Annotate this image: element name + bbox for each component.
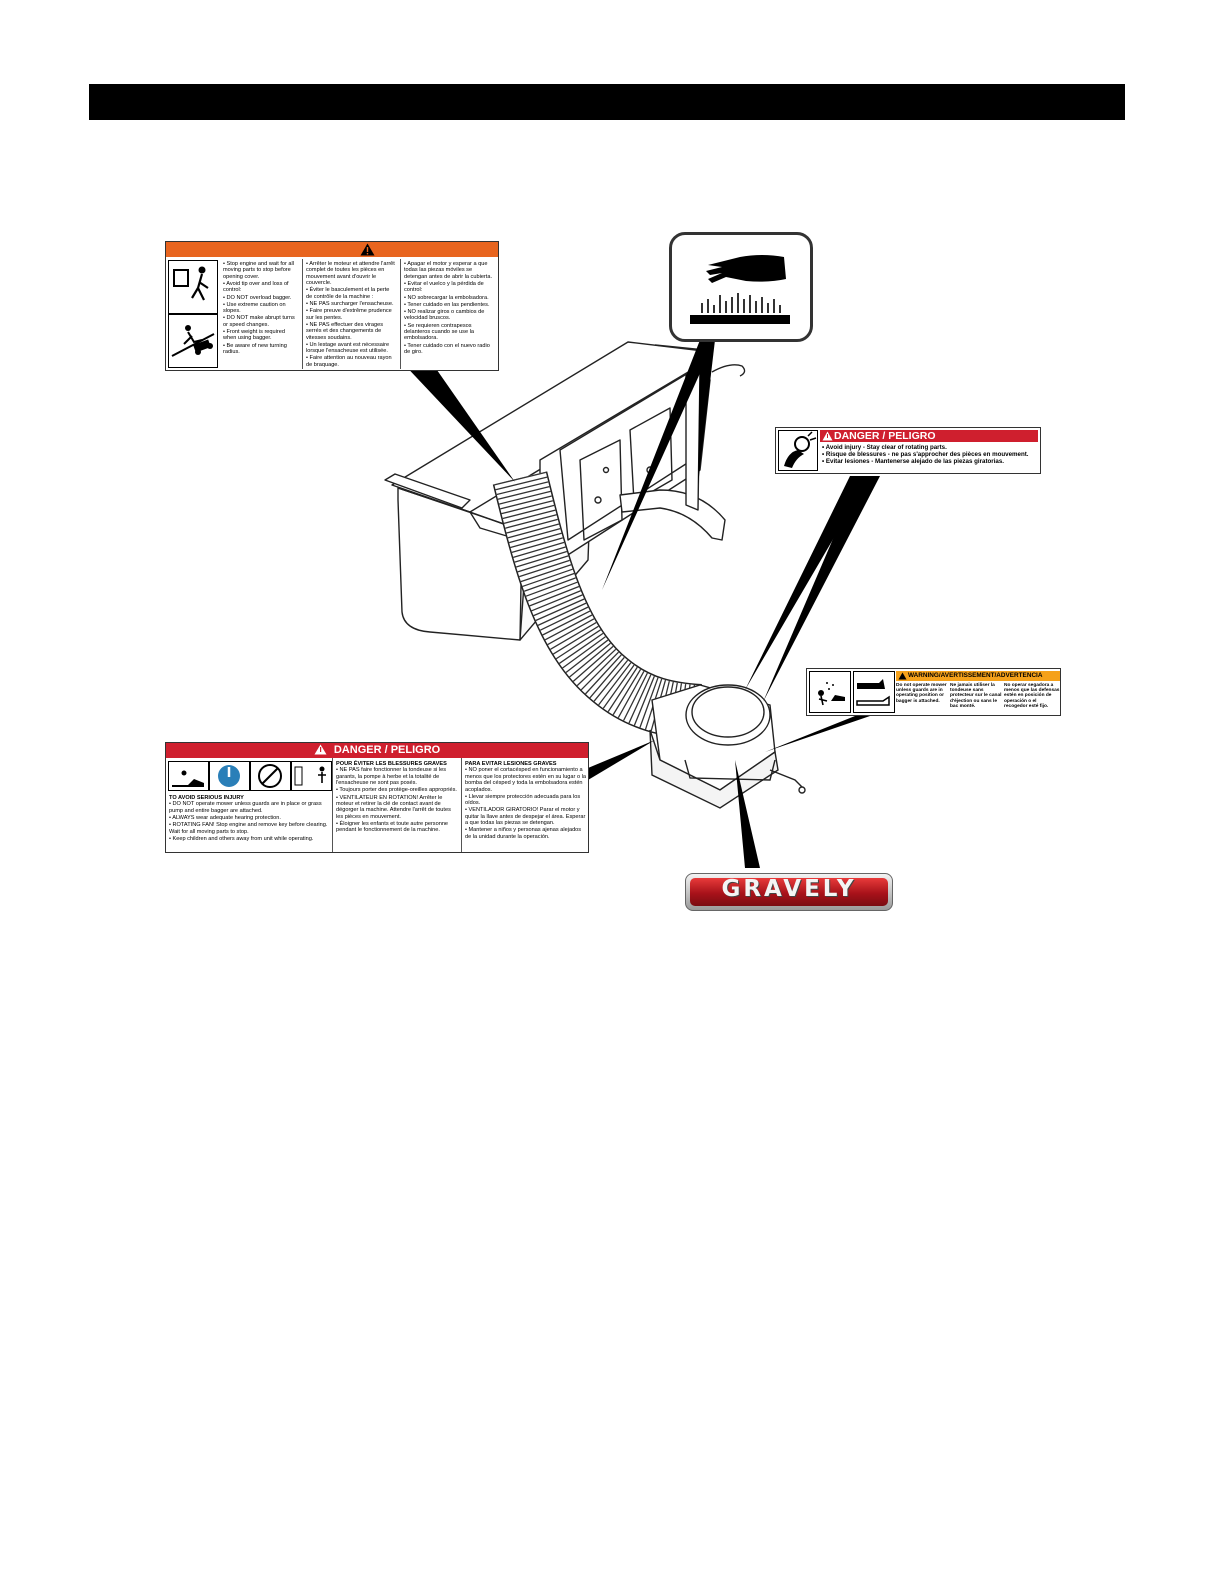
english-text: Do not operate mower unless guards are i… — [896, 683, 947, 704]
warning-triangle-icon — [822, 431, 833, 441]
french-column: POUR ÉVITER LES BLESSURES GRAVES NE PAS … — [333, 761, 461, 835]
warning-triangle-icon — [314, 744, 327, 755]
english-column: TO AVOID SERIOUS INJURY DO NOT operate m… — [166, 795, 332, 843]
danger-title: DANGER / PELIGRO — [834, 430, 936, 442]
logo-text: GRAVELY — [721, 876, 857, 902]
danger-band: DANGER / PELIGRO — [166, 743, 588, 758]
decal-danger-main: DANGER / PELIGRO TO AVOID SERIOUS INJURY… — [165, 742, 589, 853]
warning-band — [166, 242, 498, 257]
chute-guard-icon — [853, 671, 895, 713]
french-text: Ne jamais utiliser la tondeuse sans prot… — [950, 683, 1002, 709]
gravely-logo-decal: GRAVELY — [685, 873, 893, 911]
blower-housing — [649, 684, 806, 809]
decal-guards-warning: WARNING/AVERTISSEMENT/ADVERTENCIA Do not… — [806, 668, 1061, 716]
header-bar — [89, 84, 1125, 120]
thrown-objects-icon — [809, 671, 851, 713]
warning-title: WARNING/AVERTISSEMENT/ADVERTENCIA — [908, 672, 1043, 679]
danger-band: DANGER / PELIGRO — [820, 430, 1038, 442]
logo-plate — [690, 878, 888, 906]
spanish-column: Apagar el motor y esperar a que todas la… — [401, 261, 498, 367]
warning-band: WARNING/AVERTISSEMENT/ADVERTENCIA — [896, 671, 1060, 681]
bagger-illustration — [384, 340, 880, 868]
spanish-text: No operar segadora a menos que las defen… — [1004, 683, 1060, 709]
decal-rotating-parts: DANGER / PELIGRO • Avoid injury - Stay c… — [775, 427, 1041, 474]
pictogram-row-icon — [168, 761, 332, 791]
spanish-column: PARA EVITAR LESIONES GRAVES NO poner el … — [462, 761, 588, 841]
decal-hot-surface — [669, 232, 813, 342]
tip-over-pictogram-icon — [168, 260, 218, 368]
french-column: Arrêter le moteur et attendre l'arrêt co… — [303, 261, 400, 368]
decal-bagger-warning: Stop engine and wait for all moving part… — [165, 241, 499, 371]
danger-title: DANGER / PELIGRO — [333, 744, 441, 756]
leader-lines — [400, 340, 880, 868]
english-column: Stop engine and wait for all moving part… — [220, 261, 302, 367]
warning-triangle-icon — [898, 672, 907, 680]
hand-hot-surface-icon — [690, 255, 790, 324]
rotating-parts-hand-icon — [778, 430, 818, 471]
warning-triangle-icon — [360, 243, 375, 256]
rotating-text: • Avoid injury - Stay clear of rotating … — [822, 444, 1029, 465]
